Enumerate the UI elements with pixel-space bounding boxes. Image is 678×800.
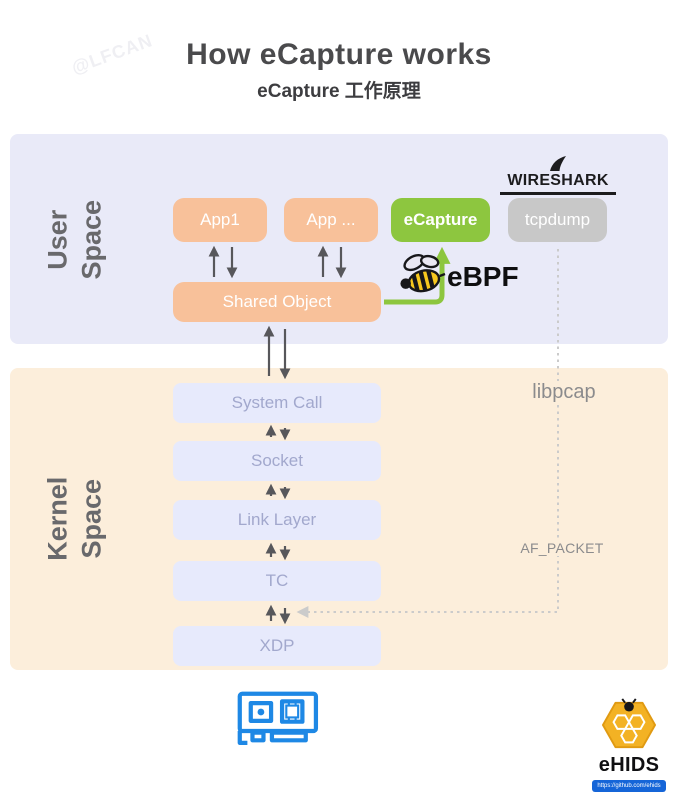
shared-object-box: Shared Object	[173, 282, 381, 322]
ebpf-bee-icon	[400, 253, 446, 294]
page-title: How eCapture works	[186, 38, 492, 71]
af-packet-label: AF_PACKET	[514, 540, 610, 556]
ebpf-label: eBPF	[447, 261, 519, 292]
page-subtitle: eCapture 工作原理	[257, 81, 421, 102]
wireshark-logo: WIRESHARK	[500, 172, 616, 195]
kernel-layer-system-call: System Call	[173, 383, 381, 423]
wireshark-fin-icon	[550, 156, 566, 171]
ehids-name: eHIDS	[598, 754, 660, 776]
tcpdump-box: tcpdump	[508, 198, 607, 242]
kernel-layer-xdp: XDP	[173, 626, 381, 666]
kernel-layer-socket: Socket	[173, 441, 381, 481]
libpcap-label: libpcap	[520, 381, 608, 404]
app-more-box: App ...	[284, 198, 378, 242]
kernel-layer-link-layer: Link Layer	[173, 500, 381, 540]
kernel-space-label: Kernel Space	[41, 444, 109, 594]
ehids-url: https://github.com/ehids	[592, 780, 666, 792]
user-space-label: User Space	[41, 165, 109, 315]
kernel-space-label-line1: Kernel	[42, 476, 73, 561]
ehids-honeycomb-icon	[602, 698, 656, 749]
user-space-label-line2: Space	[76, 199, 106, 280]
kernel-layer-tc: TC	[173, 561, 381, 601]
user-space-label-line1: User	[42, 209, 73, 270]
network-card-icon	[237, 691, 319, 745]
app1-box: App1	[173, 198, 267, 242]
kernel-space-label-line2: Space	[76, 478, 106, 559]
ecapture-box: eCapture	[391, 198, 490, 242]
ehids-logo: eHIDS https://github.com/ehids	[590, 698, 668, 792]
